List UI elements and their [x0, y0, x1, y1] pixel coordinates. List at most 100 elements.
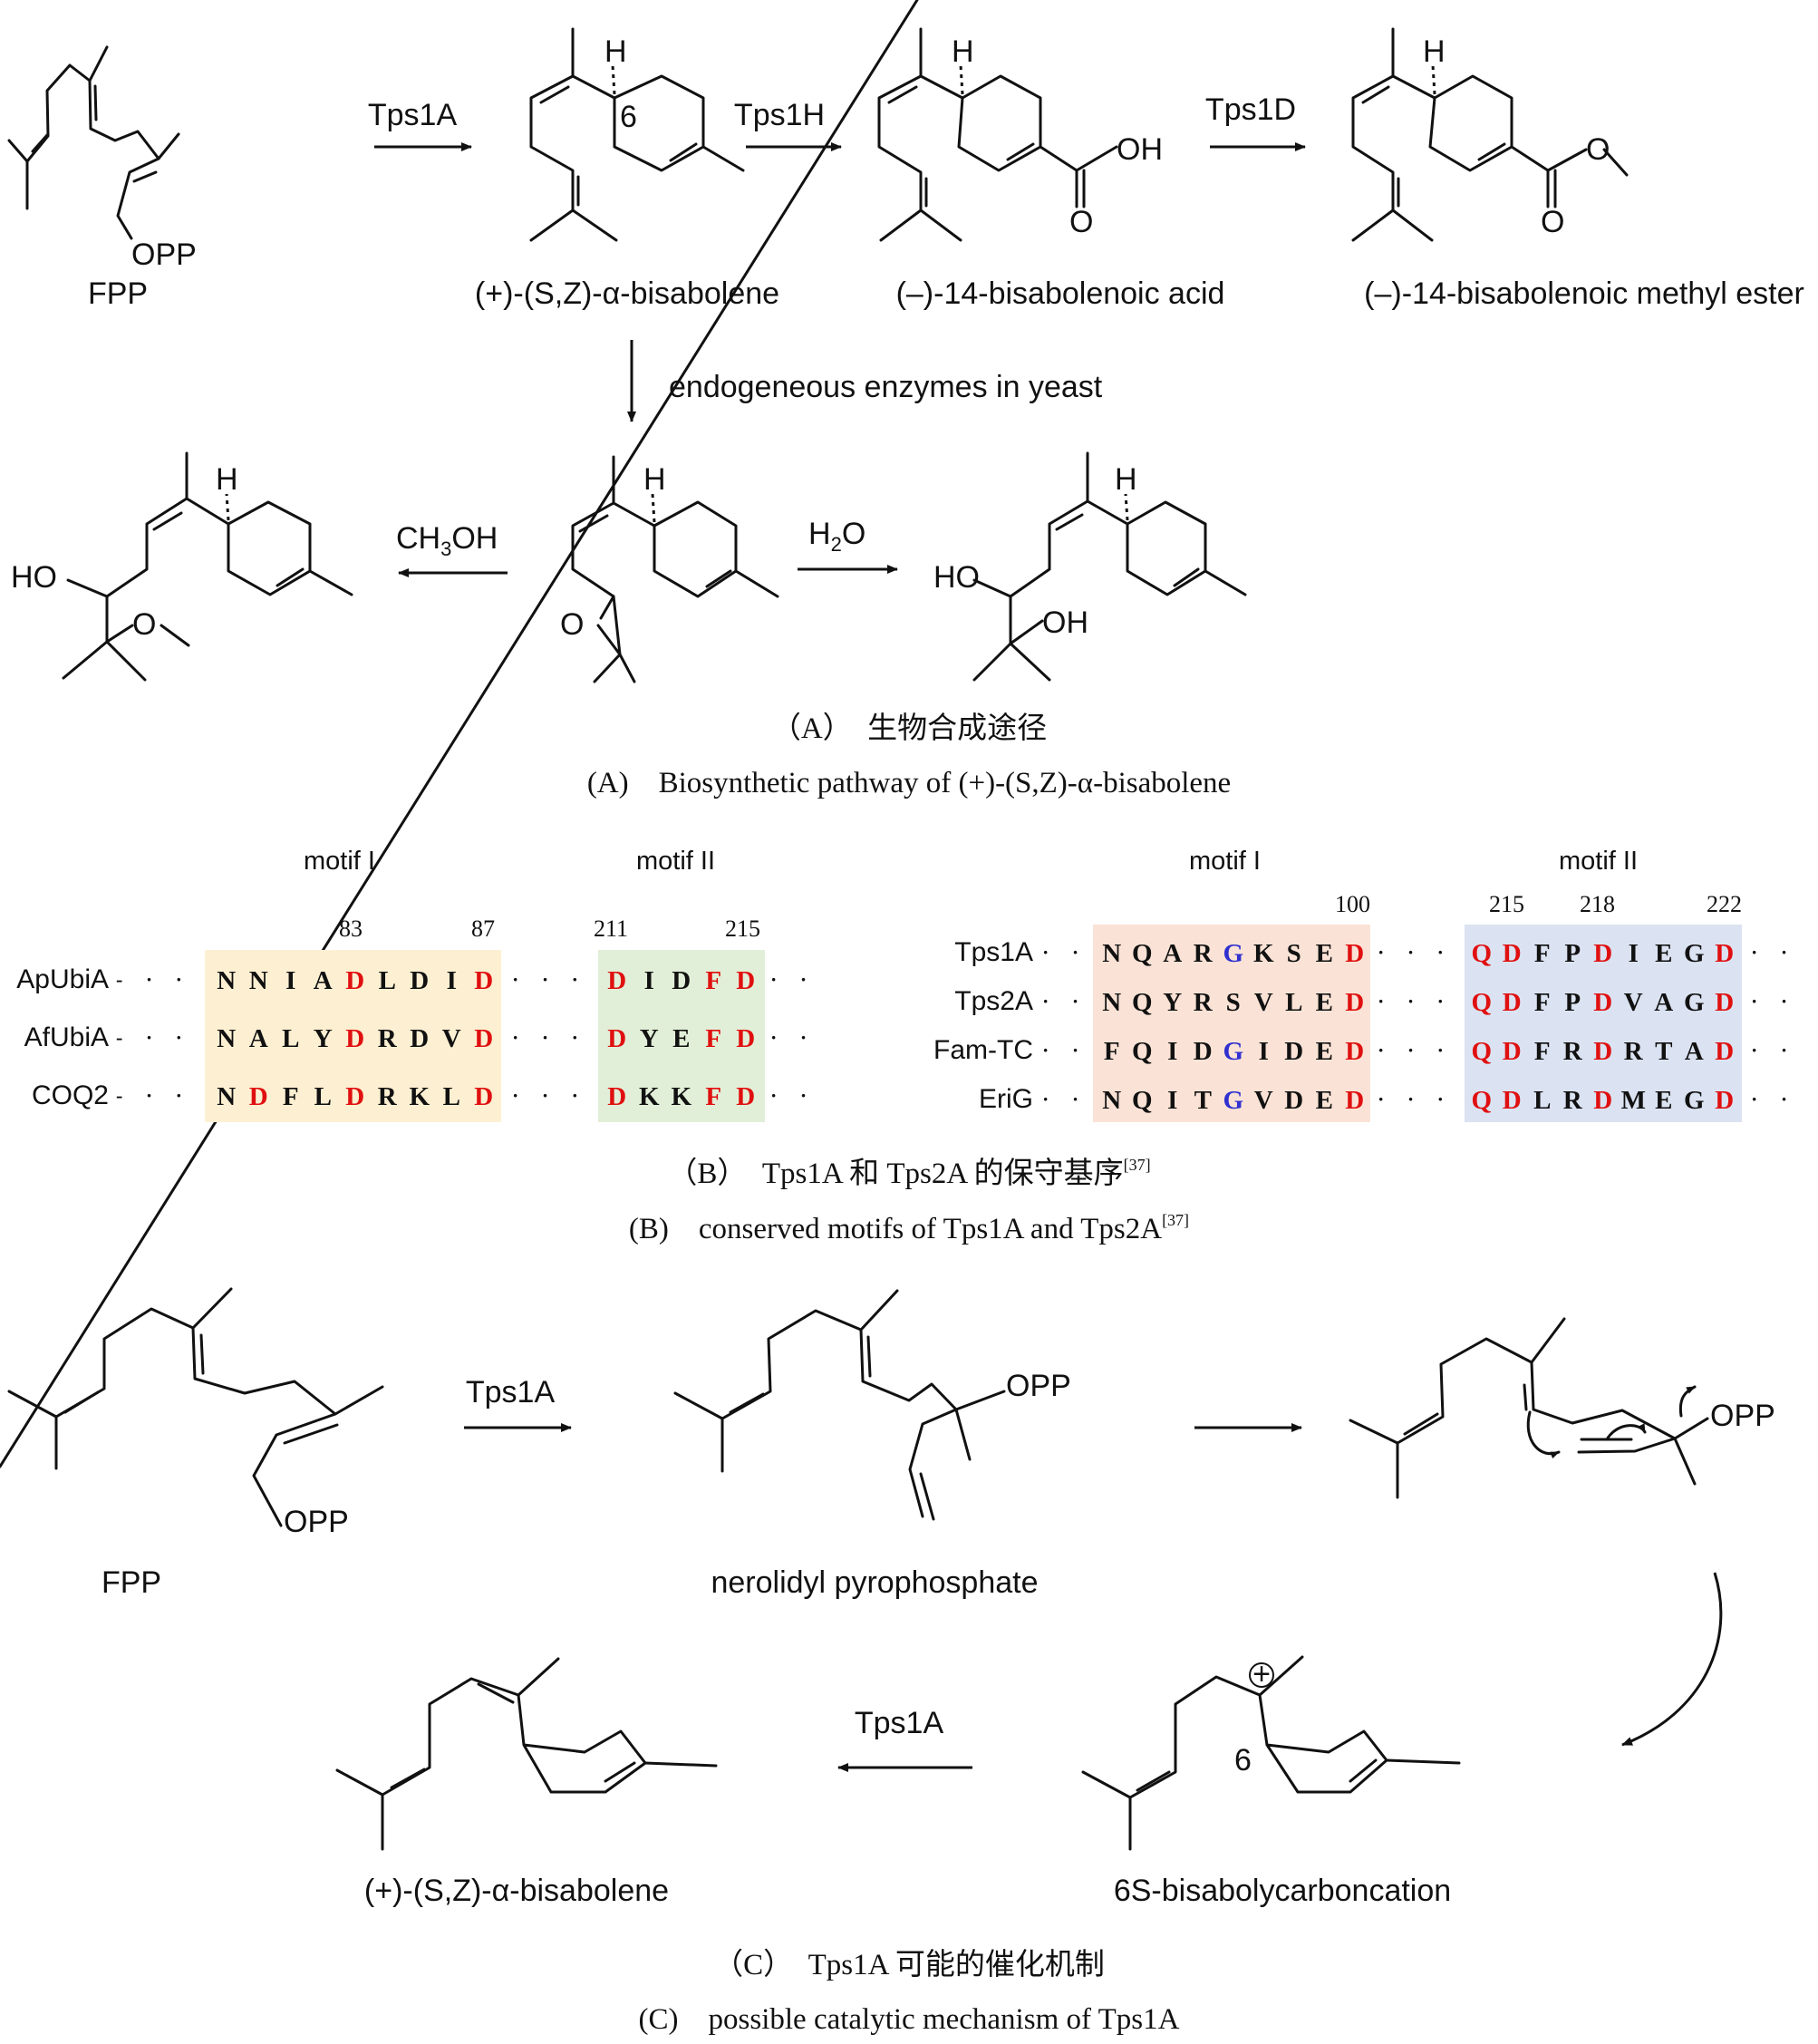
sequence-name: COQ2 — [31, 1080, 109, 1110]
residue: E — [1315, 988, 1333, 1017]
residue: I — [285, 966, 296, 995]
acid-structure: H OH O — [877, 27, 1163, 242]
residue: A — [248, 1024, 268, 1053]
residue: E — [1315, 1037, 1333, 1066]
caption-a-en: (A) Biosynthetic pathway of (+)-(S,Z)-α-… — [586, 767, 1232, 799]
motif2-highlight-box-right — [1465, 925, 1742, 1122]
motif1-highlight-box-right — [1093, 925, 1370, 1122]
sequence-name: Tps1A — [954, 937, 1033, 967]
residue: D — [1715, 988, 1735, 1017]
residue: V — [1253, 988, 1273, 1017]
residue: D — [1345, 1086, 1365, 1115]
residue: F — [1533, 939, 1551, 968]
caption-b-en: (B) conserved motifs of Tps1A and Tps2A[… — [0, 1204, 1818, 1247]
residue: D — [1502, 1086, 1522, 1115]
residue: L — [442, 1082, 460, 1111]
water-label: H2O — [808, 517, 865, 556]
cation-charge: + — [1252, 1657, 1271, 1691]
residue: S — [1286, 939, 1301, 968]
residue: N — [1102, 939, 1122, 968]
bisabolene-label-c: (+)-(S,Z)-α-bisabolene — [364, 1874, 669, 1908]
caption-b-en-text: (B) conserved motifs of Tps1A and Tps2A — [628, 1213, 1163, 1245]
npp-label: nerolidyl pyrophosphate — [711, 1565, 1038, 1600]
residue: R — [1623, 1037, 1643, 1066]
residue: G — [1683, 988, 1705, 1017]
residue: R — [377, 1082, 397, 1111]
residue: D — [1593, 1037, 1613, 1066]
ho-label: HO — [11, 560, 57, 595]
yeast-step-label: endogeneous enzymes in yeast — [669, 370, 1103, 404]
gap-dots: · · · — [512, 968, 588, 991]
residue: D — [474, 1082, 494, 1111]
residue: R — [377, 1024, 397, 1053]
residue: L — [314, 1082, 332, 1111]
position-label: 222 — [1707, 891, 1742, 917]
residue: P — [1564, 939, 1581, 968]
bisabolene-structure-c — [335, 1657, 718, 1851]
acid-label: (–)-14-bisabolenoic acid — [896, 276, 1225, 311]
residue: D — [672, 966, 691, 995]
gap-dots: - · · — [116, 1084, 191, 1107]
gap-dots: · · — [1751, 941, 1797, 964]
residue: F — [705, 1082, 722, 1111]
residue: D — [474, 966, 494, 995]
residue: F — [1533, 1037, 1551, 1066]
motif1-label-left: motif I — [304, 847, 375, 876]
residue: K — [671, 1082, 692, 1111]
opp-label: OPP — [131, 237, 197, 272]
residue: I — [1167, 1037, 1178, 1066]
residue: D — [474, 1024, 494, 1053]
residue: N — [248, 966, 268, 995]
residue: D — [736, 1082, 756, 1111]
arrow-cyclization — [1621, 1572, 1723, 1747]
residue: V — [1623, 988, 1643, 1017]
gap-dots: · · — [1042, 941, 1088, 964]
residue: Q — [1471, 939, 1493, 968]
reference-marker[interactable]: [37] — [1162, 1211, 1190, 1229]
fpp-structure-a: OPP — [7, 45, 197, 272]
sequence-name: ApUbiA — [16, 964, 109, 994]
opp-label: OPP — [1006, 1369, 1071, 1403]
enzyme-label-tps1a-c1: Tps1A — [466, 1375, 556, 1409]
residue: G — [1223, 939, 1244, 968]
gap-dots: · · · — [512, 1084, 588, 1107]
residue: N — [1102, 1086, 1122, 1115]
residue: L — [1285, 988, 1303, 1017]
residue: G — [1683, 1086, 1705, 1115]
residue: D — [1502, 939, 1522, 968]
residue: I — [643, 966, 654, 995]
h-label: H — [1115, 462, 1137, 497]
motif1-label-right: motif I — [1189, 847, 1261, 876]
residue: I — [1258, 1037, 1269, 1066]
opp-label: OPP — [284, 1505, 349, 1539]
residue: E — [1315, 1086, 1333, 1115]
h-label: H — [952, 34, 974, 69]
residue: D — [607, 1024, 627, 1053]
residue: Q — [1131, 1037, 1153, 1066]
gap-dots: - · · — [116, 968, 191, 991]
residue: D — [1715, 1086, 1735, 1115]
residue: F — [705, 966, 722, 995]
residue: A — [1654, 988, 1674, 1017]
position-label: 218 — [1580, 891, 1615, 917]
position-label: 215 — [1489, 891, 1524, 917]
residue: D — [607, 1082, 627, 1111]
reference-marker[interactable]: [37] — [1123, 1156, 1151, 1174]
cation-label: 6S-bisabolycarboncation — [1114, 1874, 1451, 1908]
residue: L — [282, 1024, 300, 1053]
residue: F — [1103, 1037, 1120, 1066]
position-label: 211 — [594, 915, 629, 942]
gap-dots: · · · — [512, 1026, 588, 1049]
gap-dots: · · — [1751, 1088, 1797, 1110]
oh-label: OH — [1117, 132, 1163, 167]
residue: L — [1533, 1086, 1552, 1115]
residue: G — [1683, 939, 1705, 968]
